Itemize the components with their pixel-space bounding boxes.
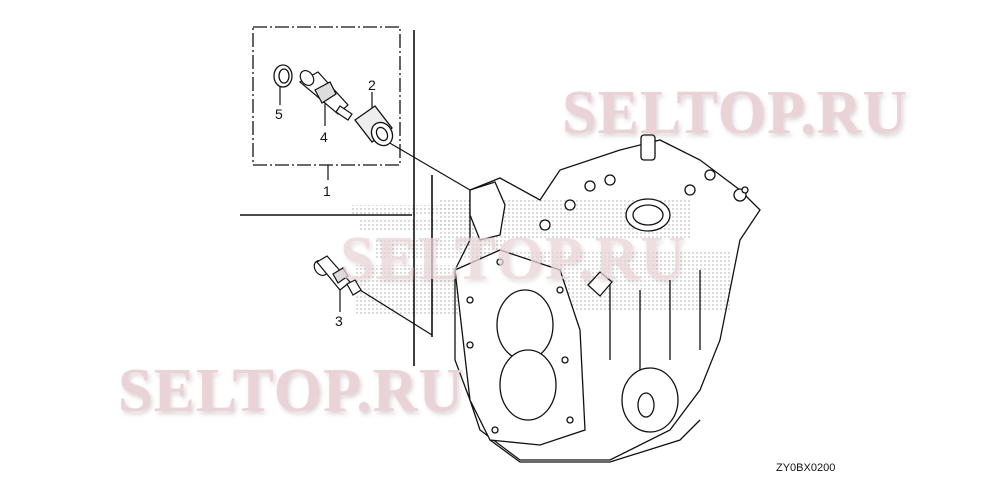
leader-lines <box>279 82 471 336</box>
callout-1: 1 <box>323 183 331 199</box>
diagram-code: ZY0BX0200 <box>776 462 836 474</box>
callout-4: 4 <box>320 129 328 145</box>
watermark-center: SELTOP.RU <box>340 225 687 293</box>
callout-5: 5 <box>275 106 283 122</box>
callout-3: 3 <box>335 313 343 329</box>
part-5-seal-ring <box>273 64 293 88</box>
part-3-fitting <box>313 255 362 296</box>
group-box <box>252 26 401 166</box>
part-2-collar <box>354 105 394 147</box>
engine-block <box>454 134 761 463</box>
watermark-bottom-left: SELTOP.RU <box>118 357 465 425</box>
frame-lines <box>240 30 433 366</box>
part-4-shaft <box>298 69 353 121</box>
watermark-top-right: SELTOP.RU <box>562 79 909 147</box>
callout-2: 2 <box>368 77 376 93</box>
